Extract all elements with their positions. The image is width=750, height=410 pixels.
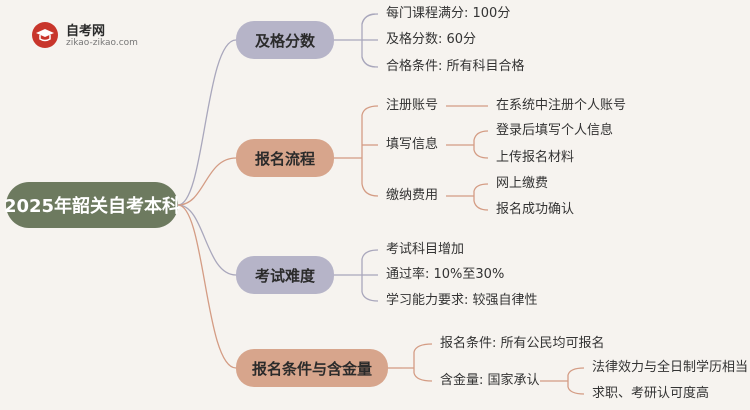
leaf-register-personal-account: 在系统中注册个人账号	[496, 98, 627, 113]
branch-4-group-2-line	[413, 372, 433, 382]
graduation-cap-icon	[32, 22, 58, 48]
branch-2-bracket	[350, 115, 363, 184]
group-eligibility: 报名条件: 所有公民均可报名	[440, 336, 605, 351]
root-to-branch-3	[177, 204, 237, 276]
leaf-legal-equivalence: 法律效力与全日制学历相当	[592, 360, 749, 375]
branch-requirements-and-value[interactable]: 报名条件与含金量	[236, 349, 388, 387]
group-4b-to-items	[540, 367, 585, 395]
group-value: 含金量: 国家承认	[440, 373, 540, 388]
branch-3-bracket	[350, 259, 363, 292]
leaf-passing-score: 及格分数: 60分	[386, 32, 477, 47]
leaf-online-payment: 网上缴费	[496, 176, 549, 191]
group-register-account: 注册账号	[386, 98, 439, 113]
group-3-to-items	[446, 183, 489, 211]
branch-1-item-1-line	[361, 13, 379, 25]
root-to-branch-4	[177, 204, 237, 369]
branch-3-item-1-line	[361, 249, 379, 260]
group-pay-fee: 缴纳费用	[386, 188, 439, 203]
leaf-more-subjects: 考试科目增加	[386, 242, 465, 257]
site-logo[interactable]: 自考网 zikao-zikao.com	[32, 20, 142, 52]
branch-1-item-3-line	[361, 56, 379, 68]
branch-3-item-3-line	[361, 291, 379, 302]
leaf-pass-condition: 合格条件: 所有科目合格	[386, 59, 525, 74]
branch-label: 及格分数	[254, 31, 315, 50]
leaf-pass-rate: 通过率: 10%至30%	[386, 267, 505, 282]
root-node[interactable]: 2025年韶关自考本科	[3, 182, 181, 228]
logo-title: 自考网	[66, 24, 106, 39]
leaf-fill-personal-info: 登录后填写个人信息	[496, 123, 614, 138]
group-fill-info: 填写信息	[386, 137, 439, 152]
leaf-job-recognition: 求职、考研认可度高	[592, 386, 710, 401]
branch-exam-difficulty[interactable]: 考试难度	[236, 256, 334, 294]
branch-2-group-1-line	[361, 105, 379, 116]
branch-passing-score[interactable]: 及格分数	[236, 21, 334, 59]
branch-2-group-3-line	[361, 183, 379, 197]
leaf-registration-confirmed: 报名成功确认	[496, 202, 575, 217]
branch-label: 报名条件与含金量	[251, 359, 372, 378]
leaf-upload-materials: 上传报名材料	[496, 150, 575, 165]
group-2-to-items	[446, 130, 489, 159]
logo-url: zikao-zikao.com	[66, 38, 138, 48]
branch-label: 考试难度	[254, 266, 315, 285]
root-to-branch-2	[177, 157, 237, 206]
root-to-branch-1	[177, 39, 237, 206]
branch-label: 报名流程	[254, 149, 315, 168]
branch-registration-process[interactable]: 报名流程	[236, 139, 334, 177]
branch-4-group-1-line	[413, 343, 433, 353]
leaf-full-score: 每门课程满分: 100分	[386, 6, 511, 21]
root-label: 2025年韶关自考本科	[3, 196, 181, 217]
leaf-self-discipline: 学习能力要求: 较强自律性	[386, 293, 538, 308]
branch-4-bracket	[402, 352, 415, 373]
